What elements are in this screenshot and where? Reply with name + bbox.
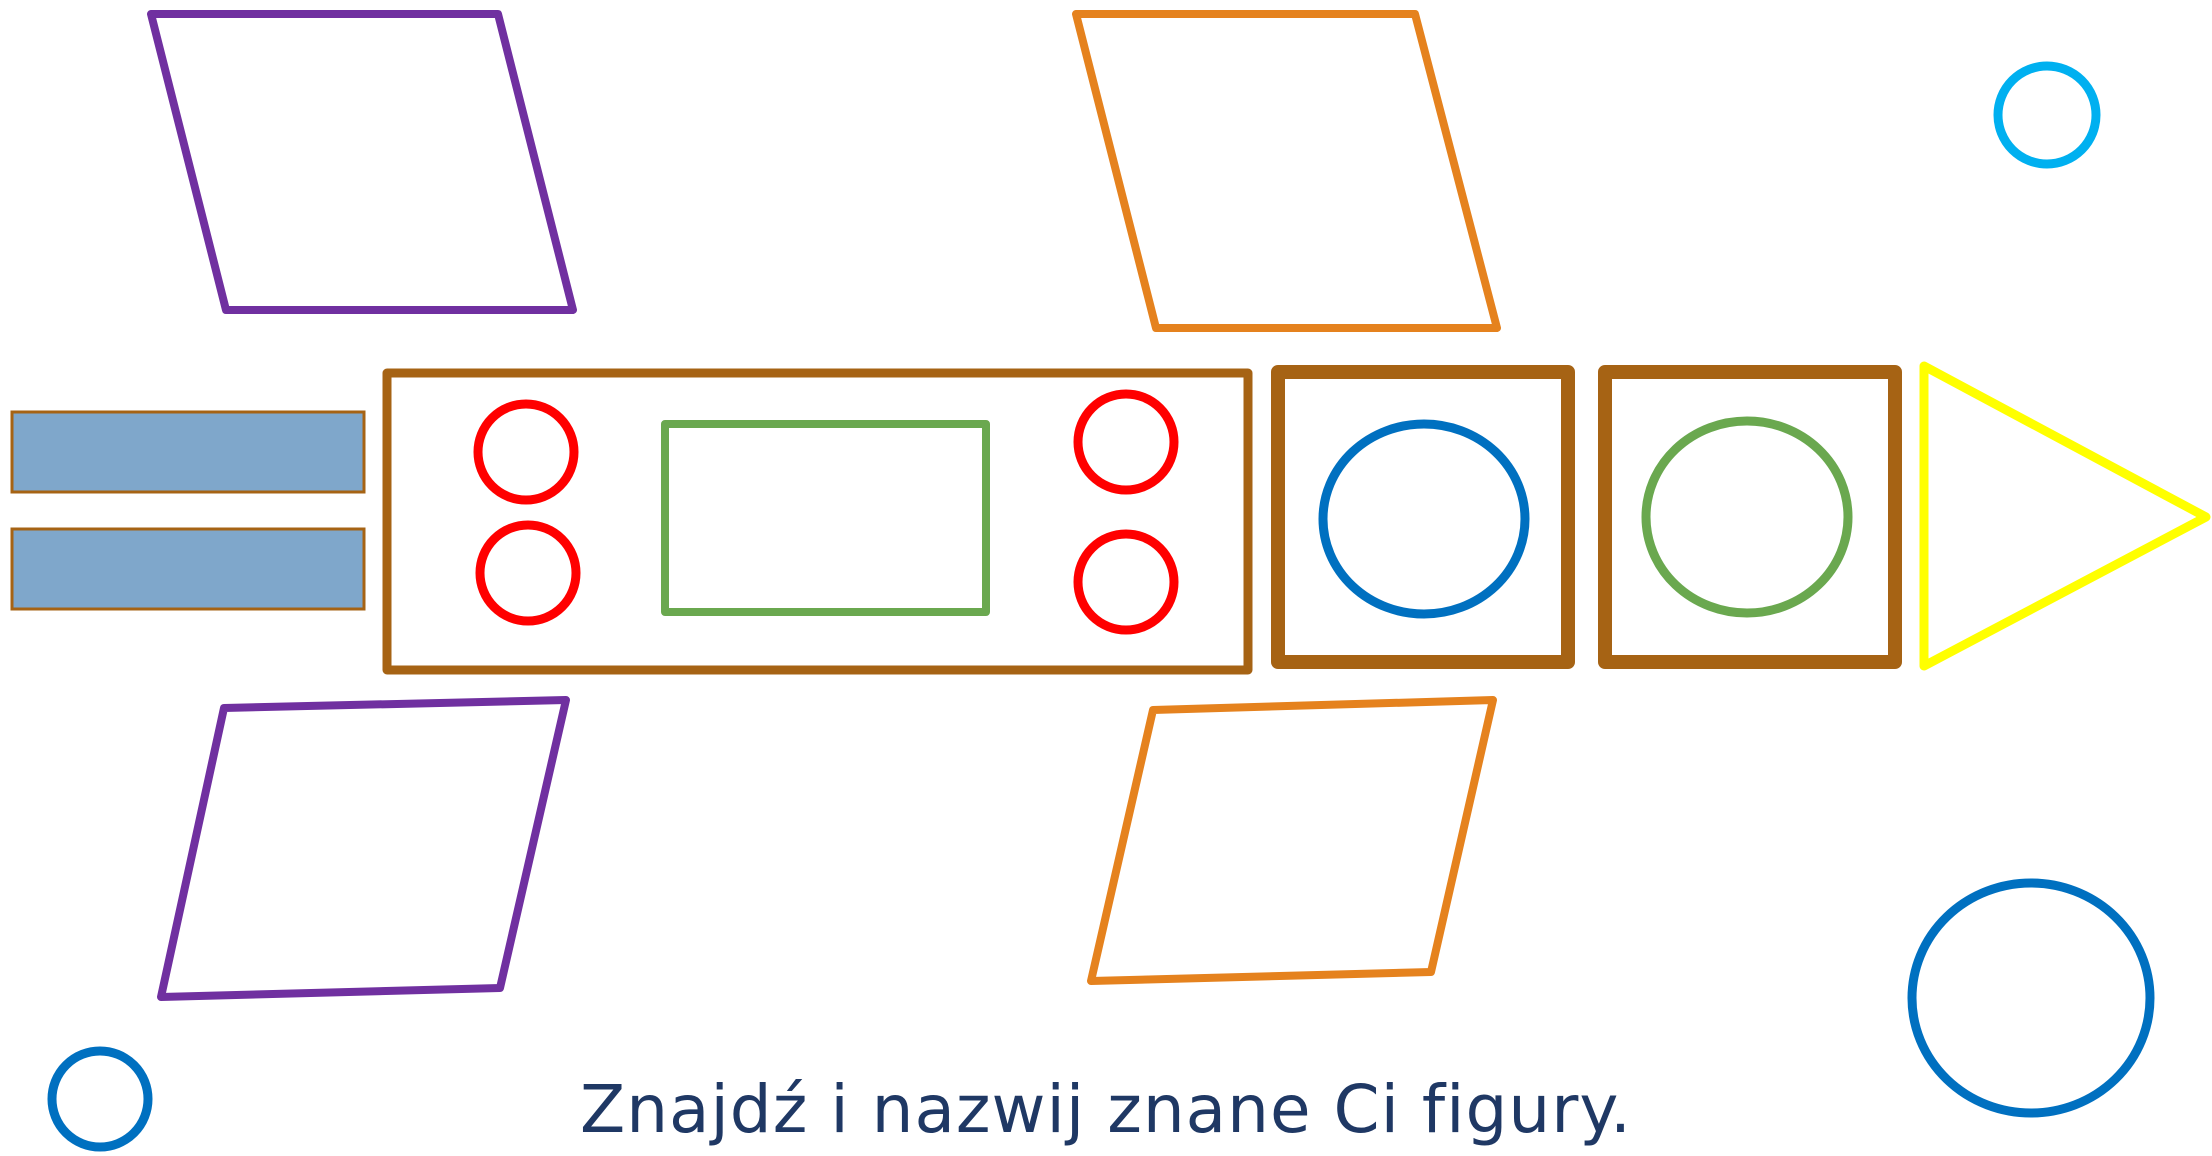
blue-circle-bottom-left <box>47 1046 153 1152</box>
exhaust-rectangle-bottom <box>10 527 366 611</box>
blue-circle-bottom-right <box>1907 878 2155 1118</box>
red-circle-bottom-left <box>475 520 581 626</box>
parallelogram-top-right <box>1072 10 1501 332</box>
square-right <box>1598 365 1902 669</box>
instruction-caption: Znajdź i nazwij znane Ci figury. <box>579 1071 1632 1148</box>
blue-circle-in-square <box>1318 419 1530 619</box>
body-rectangle <box>382 368 1253 675</box>
green-rectangle <box>661 420 990 616</box>
red-circle-top-left <box>473 399 579 505</box>
square-left <box>1271 365 1575 669</box>
yellow-triangle <box>1919 361 2211 671</box>
exhaust-rectangle-top <box>10 410 366 494</box>
parallelogram-bottom-left <box>157 696 570 1001</box>
parallelogram-top-left <box>147 10 577 314</box>
parallelogram-bottom-right <box>1087 696 1497 985</box>
red-circle-bottom-right <box>1073 529 1179 635</box>
green-circle-in-square <box>1641 416 1853 618</box>
red-circle-top-right <box>1073 389 1179 495</box>
light-blue-circle-top-right <box>1993 61 2101 169</box>
